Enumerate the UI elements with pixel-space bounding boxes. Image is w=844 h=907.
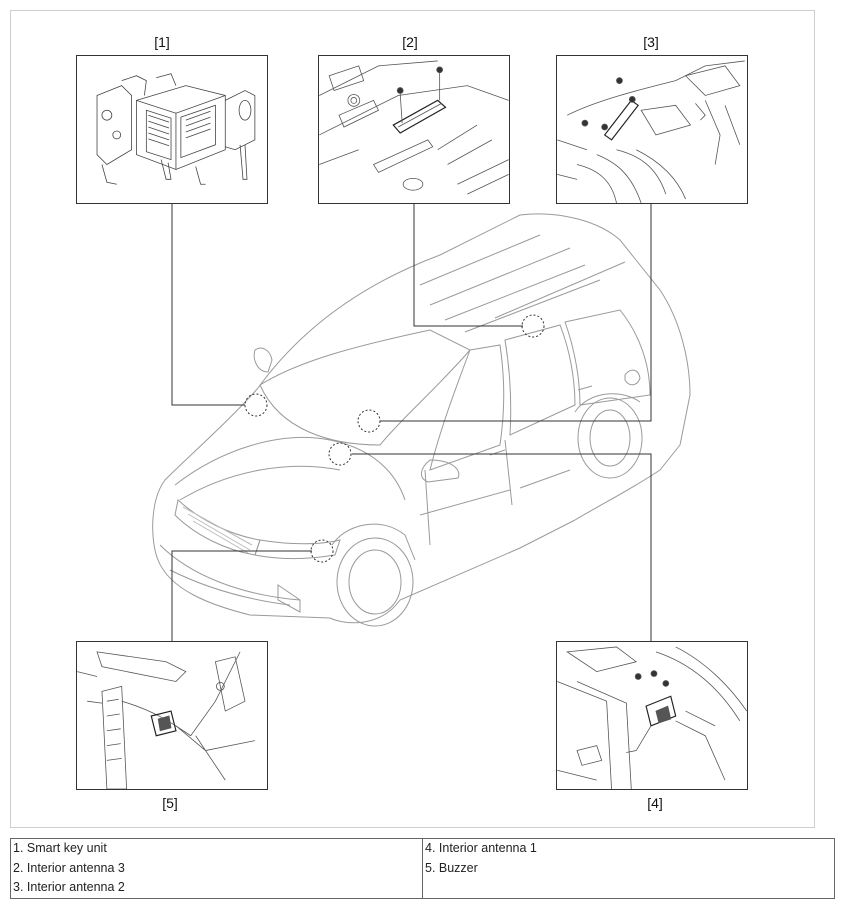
interior-antenna-2-illustration — [557, 60, 745, 203]
location-markers — [244, 314, 545, 563]
leader-line-4 — [352, 453, 652, 641]
legend-item: 1. Smart key unit — [13, 841, 107, 855]
detail-panel-interior-antenna-3 — [318, 55, 510, 204]
leader-line-5 — [171, 550, 312, 641]
marker-5 — [310, 539, 334, 563]
marker-3 — [357, 409, 381, 433]
callout-label-5: [5] — [162, 795, 178, 811]
leader-line-3 — [380, 204, 652, 422]
interior-antenna-1-illustration — [557, 646, 747, 789]
callout-label-2: [2] — [402, 34, 418, 50]
legend-item: 2. Interior antenna 3 — [13, 860, 125, 875]
buzzer-illustration — [77, 651, 255, 789]
interior-antenna-3-illustration — [319, 60, 509, 195]
callout-label-1: [1] — [154, 34, 170, 50]
leader-lines — [171, 204, 652, 641]
detail-panel-interior-antenna-2 — [556, 55, 748, 204]
legend-item: 5. Buzzer — [425, 860, 478, 875]
leader-line-1 — [171, 204, 245, 406]
callout-label-4: [4] — [647, 795, 663, 811]
marker-2 — [521, 314, 545, 338]
marker-1 — [244, 393, 268, 417]
legend-table: 1. Smart key unit 2. Interior antenna 3 … — [10, 838, 835, 899]
leader-line-2 — [413, 204, 523, 327]
detail-panel-smart-key-unit — [76, 55, 268, 204]
smart-key-unit-illustration — [96, 73, 256, 185]
detail-panel-interior-antenna-1 — [556, 641, 748, 790]
detail-panel-buzzer — [76, 641, 268, 790]
marker-4 — [328, 442, 352, 466]
callout-label-3: [3] — [643, 34, 659, 50]
legend-item: 4. Interior antenna 1 — [425, 841, 537, 855]
legend-column-left: 1. Smart key unit 2. Interior antenna 3 … — [10, 838, 423, 899]
legend-item: 3. Interior antenna 2 — [13, 880, 125, 894]
legend-column-right: 4. Interior antenna 1 5. Buzzer — [422, 838, 835, 899]
vehicle-illustration — [152, 213, 691, 627]
